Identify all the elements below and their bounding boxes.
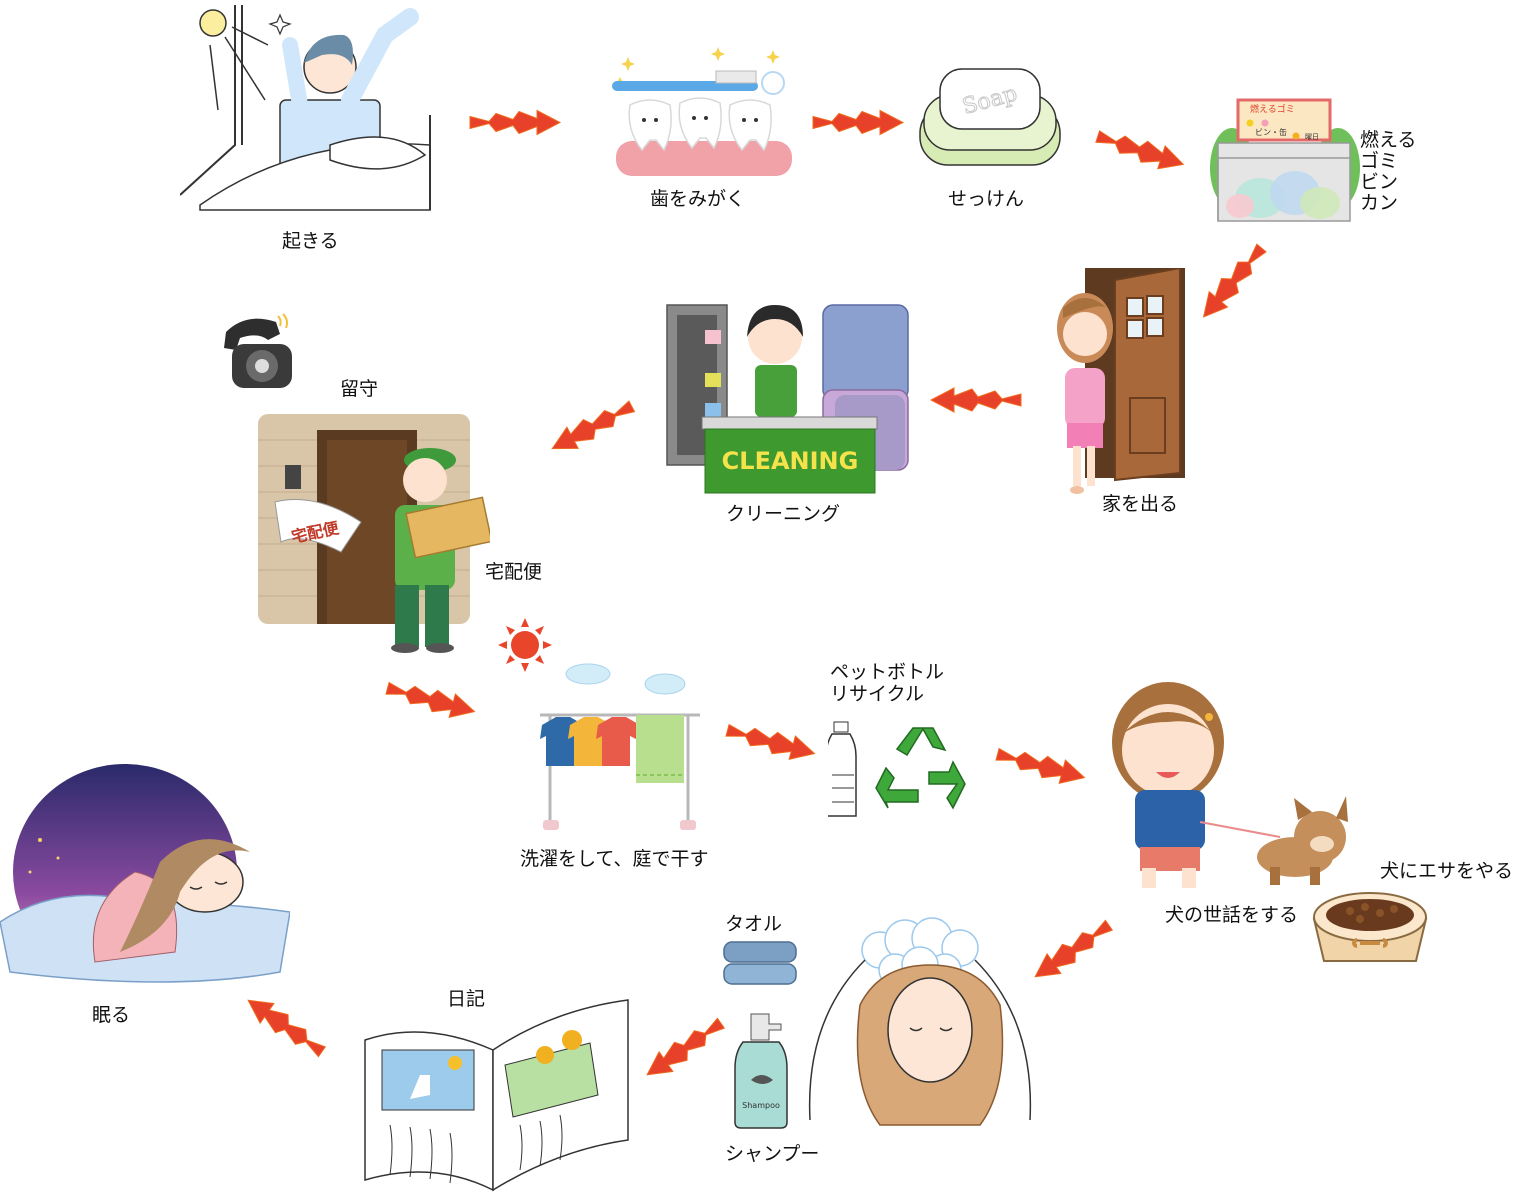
cleaning-sign-text: CLEANING bbox=[722, 447, 859, 475]
label-soap: せっけん bbox=[948, 188, 1025, 210]
arrow-brush-to-soap bbox=[812, 109, 905, 136]
label-shampoo: シャンプー bbox=[725, 1143, 820, 1165]
laundry-illustration bbox=[540, 663, 700, 830]
leave-home-illustration bbox=[1057, 268, 1185, 494]
garbage-sign-line2: ビン・缶 bbox=[1255, 127, 1287, 137]
sleeping-illustration bbox=[0, 764, 290, 983]
hair-washing-illustration bbox=[808, 917, 1032, 1126]
garbage-sign-title: 燃えるゴミ bbox=[1250, 103, 1295, 115]
label-absent: 留守 bbox=[340, 378, 379, 400]
arrow-wake-to-brush bbox=[469, 109, 562, 136]
arrow-soap-to-garbage bbox=[1095, 130, 1185, 170]
label-cleaning: クリーニング bbox=[726, 503, 841, 525]
label-delivery: 宅配便 bbox=[485, 561, 543, 583]
diary-illustration bbox=[364, 999, 629, 1192]
label-brush-teeth: 歯をみがく bbox=[650, 188, 746, 210]
arrow-absent-to-laundry bbox=[385, 681, 476, 718]
dog-walking-illustration bbox=[1112, 682, 1348, 888]
label-wake: 起きる bbox=[282, 230, 339, 252]
towel-illustration bbox=[723, 941, 797, 985]
label-laundry: 洗濯をして、庭で干す bbox=[520, 848, 709, 870]
arrow-dog-to-shampoo bbox=[1034, 919, 1114, 978]
telephone-illustration bbox=[224, 313, 292, 388]
label-recycle: ペットボトル リサイクル bbox=[830, 661, 945, 705]
shampoo-bottle-illustration: Shampoo bbox=[734, 1013, 788, 1129]
arrow-cleaning-to-absent bbox=[551, 400, 636, 450]
arrow-garbage-to-leave bbox=[1202, 243, 1267, 318]
shampoo-bottle-text: Shampoo bbox=[742, 1101, 780, 1110]
label-feed-dog: 犬にエサをやる bbox=[1380, 860, 1514, 882]
wake-up-illustration bbox=[180, 5, 431, 211]
arrow-diary-to-sleep bbox=[247, 999, 327, 1058]
arrow-recycle-to-dog bbox=[995, 747, 1086, 784]
garbage-sign-day: 曜日 bbox=[1305, 133, 1319, 141]
dog-food-bowl-illustration bbox=[1312, 892, 1428, 962]
recycle-illustration bbox=[828, 721, 966, 817]
delivery-illustration: 宅配便 bbox=[258, 414, 490, 653]
cleaning-shop-illustration: CLEANING bbox=[666, 304, 909, 494]
sun-icon bbox=[498, 618, 552, 672]
arrow-shampoo-to-diary bbox=[646, 1017, 726, 1076]
label-towel: タオル bbox=[725, 913, 783, 935]
arrow-leave-to-cleaning bbox=[929, 387, 1022, 413]
garbage-station-illustration: 燃えるゴミ ビン・缶 曜日 bbox=[1210, 98, 1360, 222]
teeth-illustration bbox=[612, 47, 792, 176]
label-diary: 日記 bbox=[447, 988, 486, 1010]
soap-illustration: Soap bbox=[919, 68, 1061, 166]
label-sleep: 眠る bbox=[92, 1004, 131, 1026]
label-dog-care: 犬の世話をする bbox=[1165, 904, 1299, 926]
label-garbage: 燃える ゴミ ビン カン bbox=[1360, 129, 1417, 214]
arrow-laundry-to-recycle bbox=[725, 723, 816, 760]
label-leave-home: 家を出る bbox=[1102, 493, 1179, 515]
